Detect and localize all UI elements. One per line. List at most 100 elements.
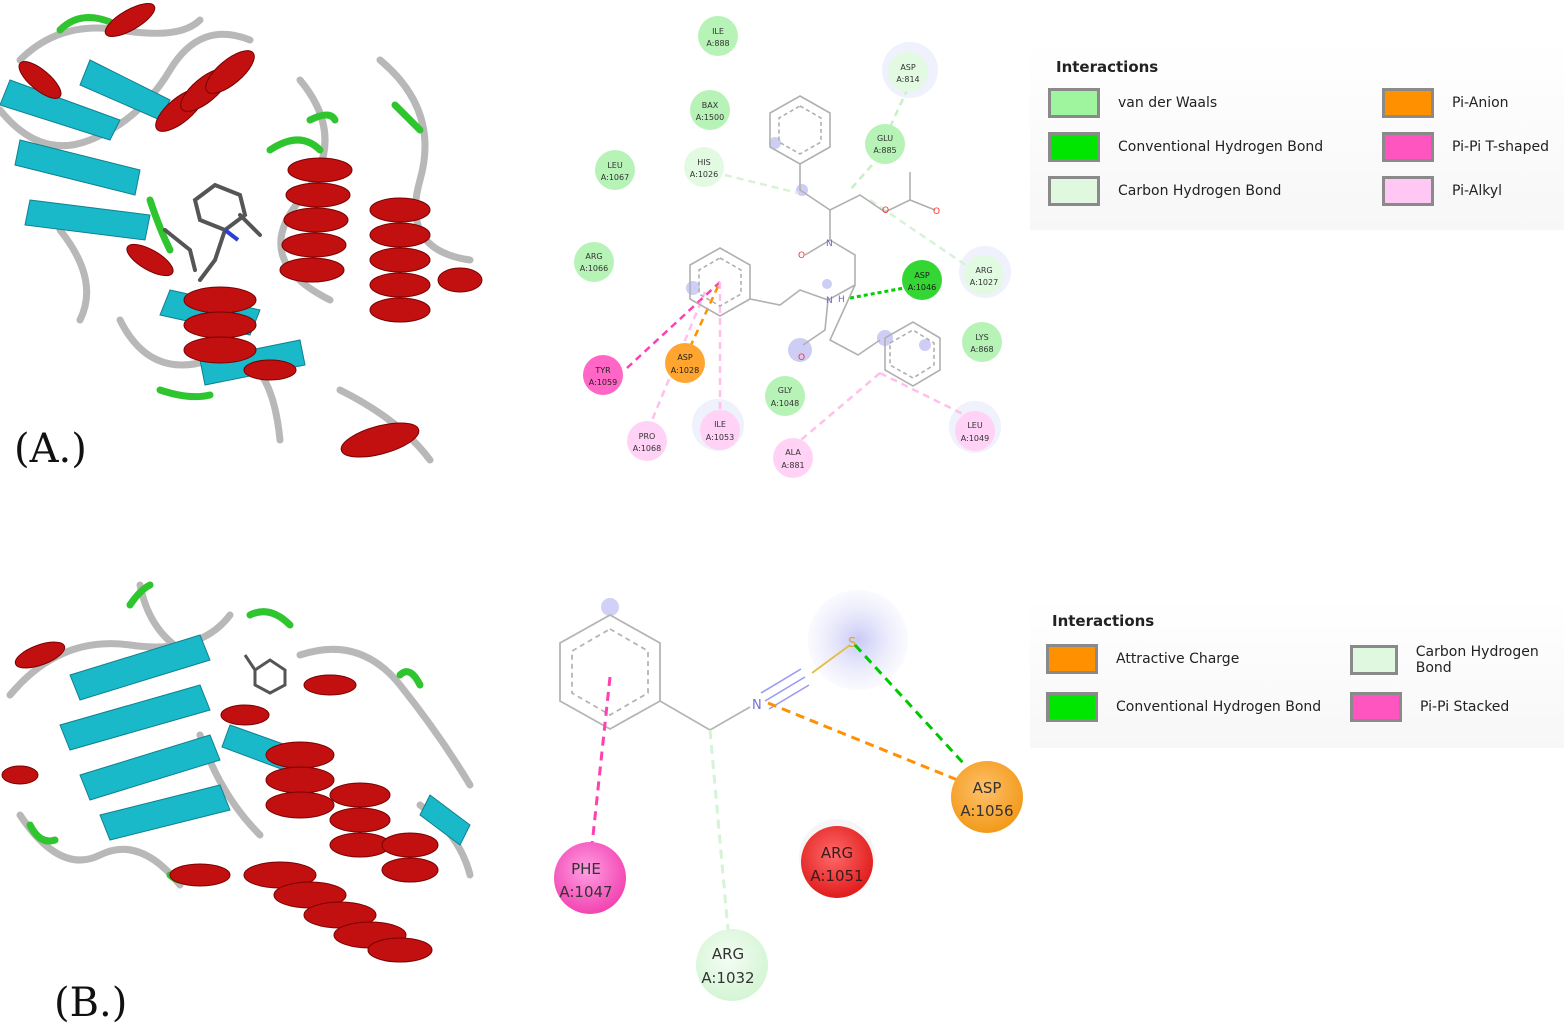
legend-item-pi-pi-stacked: Pi-Pi Stacked <box>1350 692 1509 722</box>
svg-text:A:1046: A:1046 <box>908 283 936 292</box>
residue-arg-1051: ARG A:1051 <box>801 826 873 898</box>
legend-item-conventional-hydrogen-bond: Conventional Hydrogen Bond <box>1048 132 1323 162</box>
legend-b: Interactions Attractive Charge Conventio… <box>1030 598 1564 748</box>
svg-text:ASP: ASP <box>973 779 1002 797</box>
svg-text:A:1047: A:1047 <box>559 883 612 901</box>
residue-group-a: ILE A:888 ASP A:814 BAX A:1500 GLU A:885 LEU… <box>574 16 1004 478</box>
svg-text:N: N <box>752 698 762 713</box>
svg-text:A:814: A:814 <box>896 75 919 84</box>
svg-text:A:1068: A:1068 <box>633 444 661 453</box>
legend-swatch <box>1046 692 1098 722</box>
svg-text:LEU: LEU <box>967 421 983 430</box>
residue-tyr-1059: TYR A:1059 <box>583 355 623 395</box>
svg-text:A:868: A:868 <box>970 345 993 354</box>
svg-text:LEU: LEU <box>607 161 623 170</box>
protein-ribbon-b <box>1 581 474 963</box>
svg-text:PHE: PHE <box>571 860 601 878</box>
svg-text:O: O <box>882 206 889 216</box>
legend-a: Interactions van der Waals Conventional … <box>1030 40 1564 230</box>
legend-item-pi-pi-t-shaped: Pi-Pi T-shaped <box>1382 132 1549 162</box>
svg-text:A:885: A:885 <box>873 146 896 155</box>
residue-ala-881: ALA A:881 <box>773 438 813 478</box>
svg-text:HIS: HIS <box>697 158 710 167</box>
svg-text:ARG: ARG <box>585 252 602 261</box>
legend-item-carbon-hydrogen-bond: Carbon Hydrogen Bond <box>1350 644 1564 676</box>
protein-ribbon-a <box>0 0 500 470</box>
svg-text:A:1500: A:1500 <box>696 113 724 122</box>
legend-item-pi-alkyl: Pi-Alkyl <box>1382 176 1502 206</box>
residue-ile-888: ILE A:888 <box>698 16 738 56</box>
legend-swatch <box>1046 644 1098 674</box>
svg-text:H: H <box>838 295 845 305</box>
legend-swatch <box>1350 645 1398 675</box>
residue-ile-1053: ILE A:1053 <box>700 410 740 450</box>
svg-text:ASP: ASP <box>914 271 930 280</box>
svg-text:A:1056: A:1056 <box>960 802 1013 820</box>
svg-text:A:1059: A:1059 <box>589 378 617 387</box>
svg-text:A:1032: A:1032 <box>701 969 754 987</box>
svg-text:ASP: ASP <box>900 63 916 72</box>
residue-phe-1047: PHE A:1047 <box>554 842 626 914</box>
svg-text:ILE: ILE <box>712 27 724 36</box>
legend-swatch <box>1048 88 1100 118</box>
legend-swatch <box>1382 176 1434 206</box>
legend-item-van-der-waals: van der Waals <box>1048 88 1217 118</box>
svg-text:A:1053: A:1053 <box>706 433 734 442</box>
legend-item-carbon-hydrogen-bond: Carbon Hydrogen Bond <box>1048 176 1281 206</box>
legend-title: Interactions <box>1052 612 1155 630</box>
residue-bax-1500: BAX A:1500 <box>690 90 730 130</box>
svg-text:O: O <box>798 251 805 261</box>
svg-text:A:1028: A:1028 <box>671 366 699 375</box>
svg-text:N: N <box>826 239 833 249</box>
svg-text:A:1026: A:1026 <box>690 170 718 179</box>
svg-text:TYR: TYR <box>594 366 611 375</box>
residue-arg-1032: ARG A:1032 <box>696 929 768 1001</box>
svg-text:O: O <box>798 353 805 363</box>
interaction-diagram-a: O O O O N N H ILE A:888 ASP A:814 BAX A:150… <box>574 16 1011 478</box>
legend-swatch <box>1048 132 1100 162</box>
svg-text:ILE: ILE <box>714 420 726 429</box>
svg-text:O: O <box>933 207 940 217</box>
svg-text:ARG: ARG <box>712 945 744 963</box>
legend-item-attractive-charge: Attractive Charge <box>1046 644 1239 674</box>
residue-asp-814: ASP A:814 <box>888 52 928 92</box>
legend-swatch <box>1350 692 1402 722</box>
residue-asp-1056: ASP A:1056 <box>951 761 1023 833</box>
svg-text:A:881: A:881 <box>781 461 804 470</box>
legend-swatch <box>1382 132 1434 162</box>
residue-leu-1049: LEU A:1049 <box>955 411 995 451</box>
svg-text:A:1027: A:1027 <box>970 278 998 287</box>
residue-glu-885: GLU A:885 <box>865 124 905 164</box>
svg-text:A:888: A:888 <box>706 39 729 48</box>
svg-text:A:1049: A:1049 <box>961 434 989 443</box>
svg-text:LYS: LYS <box>975 333 988 342</box>
panel-label-a: (A.) <box>14 426 87 472</box>
residue-arg-1027: ARG A:1027 <box>964 255 1004 295</box>
panel-label-b: (B.) <box>54 980 128 1026</box>
svg-text:A:1066: A:1066 <box>580 264 608 273</box>
legend-item-conventional-hydrogen-bond: Conventional Hydrogen Bond <box>1046 692 1321 722</box>
svg-text:S: S <box>848 636 856 651</box>
residue-pro-1068: PRO A:1068 <box>627 421 667 461</box>
svg-text:ASP: ASP <box>677 353 693 362</box>
svg-text:N: N <box>826 296 833 306</box>
legend-item-pi-anion: Pi-Anion <box>1382 88 1509 118</box>
residue-arg-1066: ARG A:1066 <box>574 242 614 282</box>
interaction-diagram-b: N S ASP A:1056 ARG A:1051 PHE A:1047 ARG A:1… <box>554 590 1023 1001</box>
svg-text:A:1051: A:1051 <box>810 867 863 885</box>
legend-swatch <box>1382 88 1434 118</box>
residue-his-1026: HIS A:1026 <box>684 147 724 187</box>
svg-text:PRO: PRO <box>639 432 656 441</box>
svg-text:ALA: ALA <box>785 448 801 457</box>
residue-asp-1028: ASP A:1028 <box>665 343 705 383</box>
residue-lys-868: LYS A:868 <box>962 322 1002 362</box>
legend-swatch <box>1048 176 1100 206</box>
svg-text:GLU: GLU <box>877 134 893 143</box>
svg-text:ARG: ARG <box>975 266 992 275</box>
legend-title: Interactions <box>1056 58 1159 76</box>
svg-text:GLY: GLY <box>778 386 793 395</box>
svg-text:ARG: ARG <box>821 844 853 862</box>
svg-text:BAX: BAX <box>702 101 719 110</box>
